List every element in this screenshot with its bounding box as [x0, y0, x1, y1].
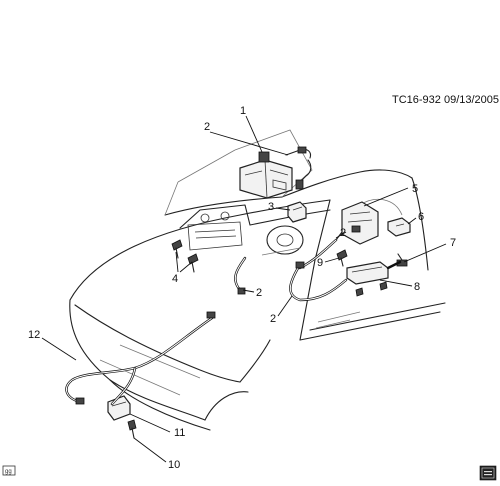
callout-12: 12: [28, 329, 40, 341]
sensor-bracket: [387, 217, 411, 237]
callout-2-floor: 2: [270, 313, 276, 325]
corner-stamp: gg: [2, 465, 16, 476]
callout-8: 8: [414, 281, 420, 293]
callout-leaders: [41, 115, 447, 463]
diagram-reference-id: TC16-932 09/13/2005: [392, 94, 499, 106]
callout-3: 3: [268, 201, 274, 213]
callout-5: 5: [412, 183, 418, 195]
vehicle-body: [69, 129, 446, 431]
wiring-harness: [65, 238, 402, 406]
callout-1: 1: [240, 105, 246, 117]
gm-logo-icon: [479, 465, 497, 481]
corner-stamp-text: gg: [5, 469, 12, 475]
callout-2-dash: 2: [256, 287, 262, 299]
inflatable-restraint-module: [287, 201, 307, 223]
callout-11: 11: [174, 427, 185, 439]
passenger-airbag-module: [239, 151, 293, 199]
callout-10: 10: [168, 459, 180, 471]
mounting-bolts: [171, 239, 199, 273]
callout-9: 9: [317, 257, 323, 269]
callout-2-pillar: 2: [340, 227, 346, 239]
callout-2-top: 2: [204, 121, 210, 133]
callout-4: 4: [172, 273, 178, 285]
sensing-diagnostic-module: [346, 261, 389, 297]
airbag-connector-harness: [285, 146, 312, 190]
instrument-panel: [179, 204, 331, 256]
harness-connector: [396, 253, 408, 267]
callout-7: 7: [450, 237, 456, 249]
callout-labels: 1 2 3 4 5 6 7 8 9 10 11 12 2 2 2: [28, 105, 456, 471]
callout-6: 6: [418, 211, 424, 223]
